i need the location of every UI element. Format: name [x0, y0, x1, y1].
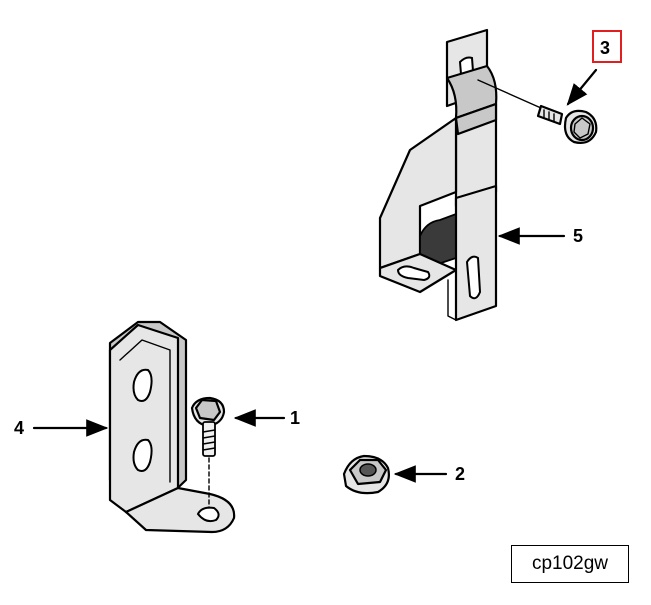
- callout-3-highlight-box: [592, 30, 622, 63]
- bracket-part-5: [378, 28, 498, 322]
- figure-code-label: cp102gw: [511, 545, 629, 583]
- callout-label-1: 1: [290, 408, 300, 428]
- bolt-part-1: [190, 396, 226, 509]
- bolt-part-3: [477, 79, 598, 144]
- callout-label-3: 3: [600, 38, 610, 58]
- bracket-part-4: [108, 320, 236, 534]
- callout-label-2: 2: [455, 464, 465, 484]
- nut-part-2: [342, 454, 390, 495]
- callout-label-5: 5: [573, 226, 583, 246]
- callout-label-4: 4: [14, 418, 24, 438]
- leader-arrow-3: [566, 68, 598, 106]
